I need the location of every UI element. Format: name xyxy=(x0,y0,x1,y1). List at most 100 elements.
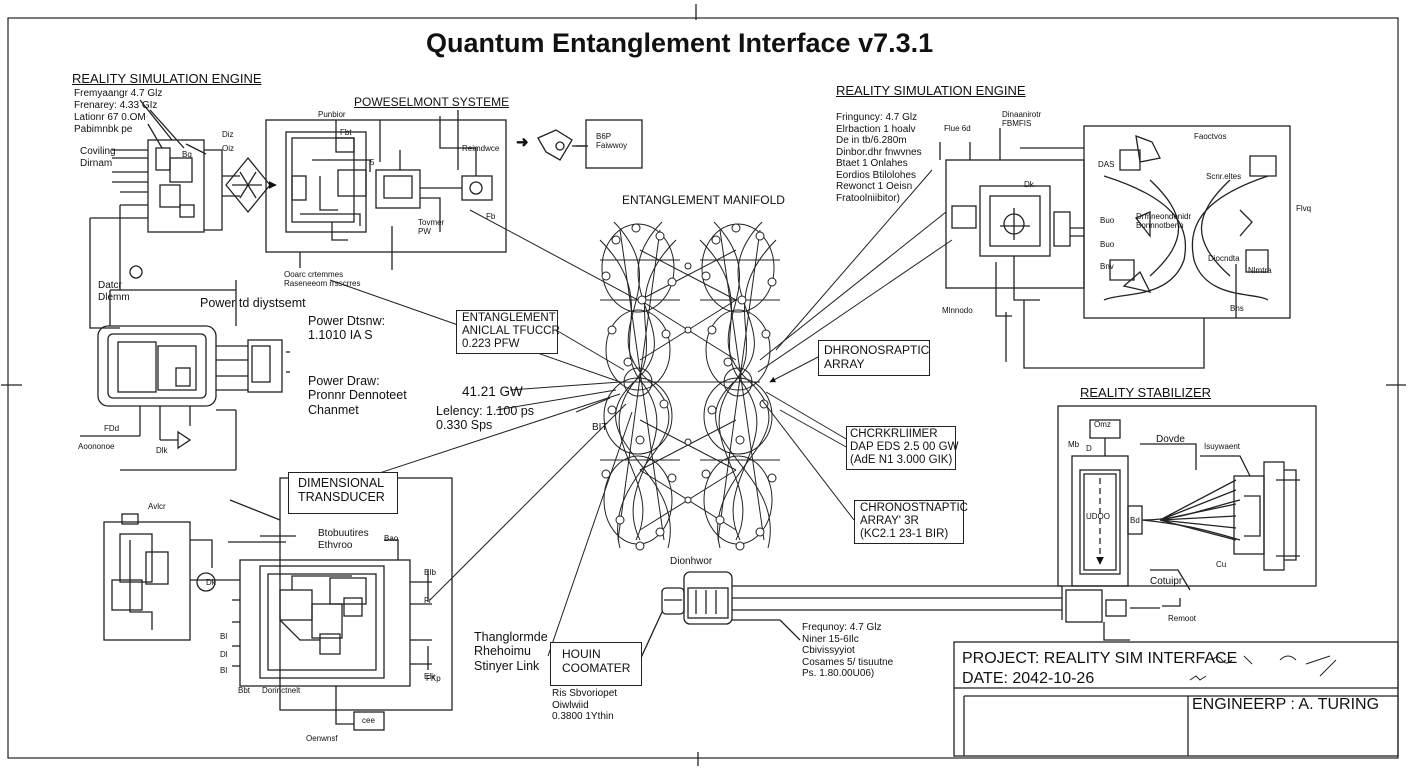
cooling-label: Coviling Dirnam xyxy=(80,146,116,169)
dimensional-pin-label: Dl xyxy=(220,650,228,659)
sheet-frame xyxy=(1,4,1406,766)
power-system-label: Fbt xyxy=(340,128,352,137)
power-left-label: Power td diystsemt xyxy=(200,296,306,310)
stabilizer-label: Mb xyxy=(1068,440,1080,449)
power-system-top-block xyxy=(265,110,507,270)
sim-engine-right-small: Diocndta xyxy=(1208,254,1240,263)
hold-counter-text: Ris Sbvoriopet Oiwlwiid 0.3800 1Ythin xyxy=(552,688,618,722)
dater-label: Datcr Dlemm xyxy=(98,280,130,303)
sim-engine-right-small: Dinaanirotr FBMFIS xyxy=(1002,110,1042,129)
dimensional-pin-label: Bl xyxy=(220,632,228,641)
sim-engine-right-small: Buo xyxy=(1100,216,1115,225)
stabilizer-label: Remoot xyxy=(1168,614,1197,623)
chrono-array-3r-box xyxy=(854,500,964,544)
page-title: Quantum Entanglement Interface v7.3.1 xyxy=(426,28,934,58)
sim-engine-left-param: Pabimnbk pe xyxy=(74,124,133,135)
dimensional-bottom-label: Dorinctnelt xyxy=(262,686,301,695)
sim-engine-left-param: Frenarey: 4.33 GIz xyxy=(74,100,158,111)
stabilizer-label: Cotuipr xyxy=(1150,576,1183,587)
arrow-right-icon: ➜ xyxy=(516,134,529,151)
manifold-leader-lines xyxy=(329,169,953,657)
frequency-readout: Frequnoy: 4.7 Glz Niner 15-6Ilc Cbivissy… xyxy=(802,622,894,679)
link-label: Thanglormde Rhehoimu Stinyer Link xyxy=(474,630,548,673)
sim-engine-left-small: Diz xyxy=(222,130,234,139)
stabilizer-label: Isuywaent xyxy=(1204,442,1241,451)
manifold-header: ENTANGLEMENT MANIFOLD xyxy=(622,193,785,207)
reality-stabilizer-device xyxy=(1057,405,1317,641)
dimensional-transducer-label: DIMENSIONAL TRANSDUCER xyxy=(298,476,385,505)
chrono-array-box xyxy=(818,340,930,376)
hold-counter-box xyxy=(550,642,642,686)
stabilizer-small: D xyxy=(1086,444,1092,453)
sim-engine-right-small: Dk xyxy=(1024,180,1034,189)
sim-engine-right-small: Flue 6d xyxy=(944,124,971,133)
dimensional-transducer-box xyxy=(288,472,398,514)
aoononoe-label: Aoononoe xyxy=(78,442,115,451)
dimensional-label: Dk xyxy=(206,578,216,587)
power-gw-readout: 41.21 GW xyxy=(462,384,523,399)
chrono-array-label: DHRONOSRAPTIC ARRAY xyxy=(824,343,930,371)
stabilizer-small: Cu xyxy=(1216,560,1227,569)
power-left-device xyxy=(80,280,290,471)
sim-engine-right-small: Bnv xyxy=(1100,262,1114,271)
sim-engine-left-param: Fremyaangr 4.7 Glz xyxy=(74,88,163,99)
signature-scribbles xyxy=(1189,655,1337,681)
sim-engine-right-params: Fringuncy: 4.7 Glz Elrbaction 1 hoalv De… xyxy=(836,112,922,204)
stabilizer-label: UDOO xyxy=(1086,512,1110,521)
sim-engine-right-small: Drmneondenidr Bonnnotbenn xyxy=(1136,212,1192,231)
entanglement-box-text: ENTANGLEMENT ANICLAL TFUCCR 0.223 PFW xyxy=(462,312,560,351)
dimensional-bottom-label: Oenwnsf xyxy=(306,734,338,743)
stabilizer-header: REALITY STABILIZER xyxy=(1080,385,1212,400)
sim-engine-left-param: Lationr 67 0.OM xyxy=(74,112,146,123)
dimensional-transducer-device xyxy=(103,477,453,731)
sim-engine-right-device xyxy=(939,125,1291,369)
sim-engine-right-small: Nlmtra xyxy=(1248,266,1272,275)
entanglement-manifold-lattice xyxy=(599,221,780,549)
dimensional-label: Avlcr xyxy=(148,502,166,511)
dimensional-label: Btobuutires Ethvroo xyxy=(318,528,369,551)
sim-engine-right-small: Faoctvos xyxy=(1194,132,1227,141)
dimensional-bottom-label: cee xyxy=(362,716,375,725)
sim-engine-left-small: Bg xyxy=(182,150,192,159)
top-arrow-icon-group xyxy=(537,119,643,169)
sim-engine-left-small: Oiz xyxy=(222,144,234,153)
center-connector xyxy=(639,571,1062,661)
stabilizer-small: Bd xyxy=(1130,516,1140,525)
power-draw-2: Power Draw: Pronnr Dennoteet Chanmet xyxy=(308,374,407,417)
manifold-side-label: BIT xyxy=(592,422,608,433)
date-label: DATE: 2042-10-26 xyxy=(962,670,1095,687)
top-arrow-box-label: B6P Faiwwoy xyxy=(596,132,628,151)
sim-engine-right-small: Bhs xyxy=(1230,304,1244,313)
title-block-frame xyxy=(953,641,1399,757)
manifold-nodes xyxy=(601,223,777,551)
power-draw-1: Power Dtsnw: 1.1010 IA S xyxy=(308,314,386,343)
chrono-limiter-label: CHCRKRLIIMER DAP EDS 2.5 00 GW (AdE N1 3… xyxy=(850,428,959,467)
latency-readout: Lelency: 1.100 ps 0.330 Sps xyxy=(436,404,534,433)
engineer-label: ENGINEERP : A. TURING xyxy=(1192,696,1380,713)
power-system-label: 5 xyxy=(370,158,375,167)
sim-engine-right-small: Scnr.eltes xyxy=(1206,172,1242,181)
project-label: PROJECT: REALITY SIM INTERFACE xyxy=(962,650,1238,667)
sim-engine-right-small: Mlnnodo xyxy=(942,306,973,315)
sim-engine-right-small: Buo xyxy=(1100,240,1115,249)
power-system-label: Tovmer PW xyxy=(418,218,445,237)
stabilizer-label: Omz xyxy=(1094,420,1111,429)
entanglement-box xyxy=(456,310,558,354)
power-system-caption: Ooarc crtemmes Raseneeom rrsscrres xyxy=(284,270,361,289)
dimensional-pin-label: Bbt xyxy=(238,686,251,695)
power-system-label: Fb xyxy=(486,212,496,221)
hold-counter-label: HOUIN COOMATER xyxy=(562,647,631,675)
chrono-limiter-box xyxy=(846,426,956,470)
power-system-label: Reimdwce xyxy=(462,144,500,153)
dlk-label: Dlk xyxy=(156,446,168,455)
dimensional-pin-label: Fr xyxy=(424,596,432,605)
chrono-array-3r-label: CHRONOSTNAPTIC ARRAY' 3R (KC2.1 23-1 BIR… xyxy=(860,502,968,541)
dimensional-pin-label: Elk xyxy=(424,672,436,681)
dimensional-label: Bao xyxy=(384,534,399,543)
sim-engine-right-small: DAS xyxy=(1098,160,1115,169)
dimensional-bottom-label: FKp xyxy=(426,674,441,683)
dimensional-label: EIb xyxy=(424,568,437,577)
dimensional-pin-label: Bl xyxy=(220,666,228,675)
stabilizer-label: Dovde xyxy=(1156,434,1185,445)
